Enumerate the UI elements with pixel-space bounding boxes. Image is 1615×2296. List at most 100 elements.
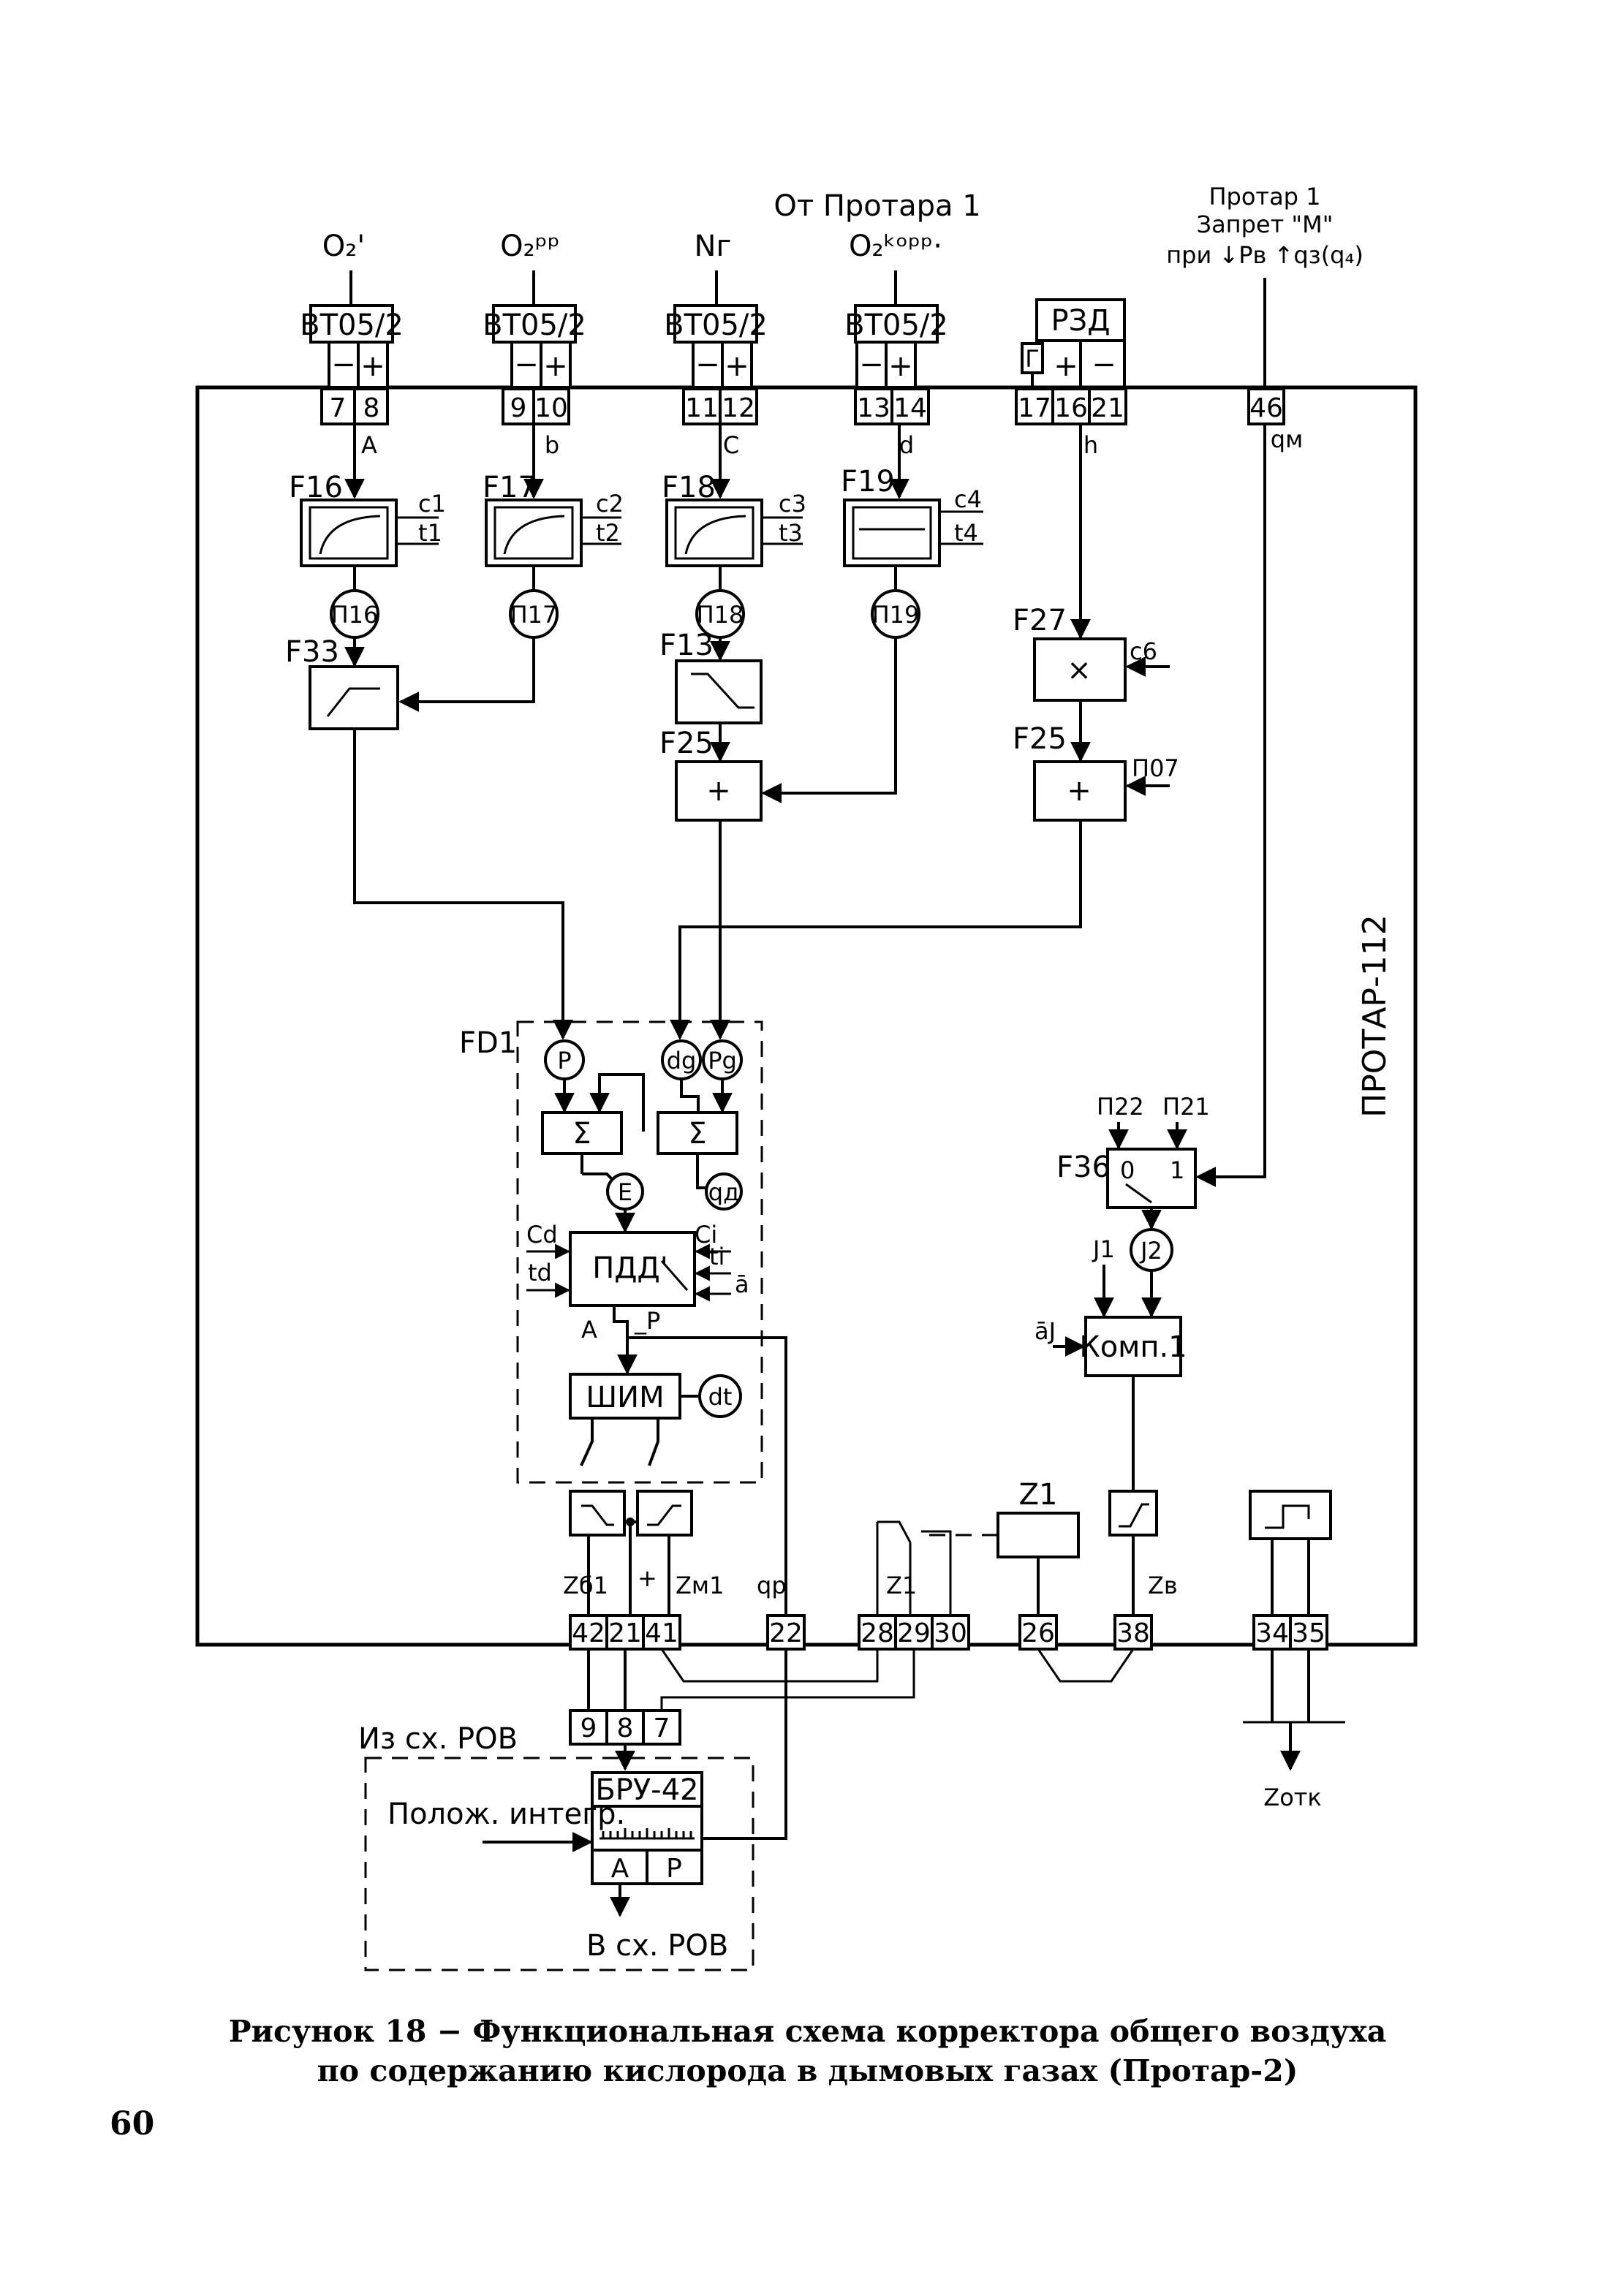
svg-text:c4: c4 [954,485,982,513]
svg-text:30: 30 [934,1618,967,1648]
svg-text:Г: Г [1025,345,1040,373]
z-otk-label: Zотк [1263,1784,1321,1811]
svg-text:F27: F27 [1013,604,1067,637]
svg-text:8: 8 [617,1713,634,1743]
j1-label: J1 [1092,1235,1115,1263]
converter-vt05-2: ВТ05/2 − + [483,304,586,389]
svg-text:16: 16 [1054,393,1088,423]
svg-text:−: − [514,348,539,382]
svg-text:46: 46 [1249,393,1283,423]
svg-text:+: + [360,349,385,383]
relay-output-1 [569,1490,626,1537]
svg-text:−: − [331,348,356,382]
svg-text:F25: F25 [659,727,714,760]
svg-text:c6: c6 [1130,637,1157,665]
fd1-frame [516,1020,763,1484]
svg-text:+: + [1067,774,1092,808]
svg-text:dg: dg [667,1047,697,1075]
signal-zm1: Zм1 [676,1572,724,1599]
rzd-block: РЗД Г + − [1021,298,1126,387]
svg-text:7: 7 [330,393,347,423]
aj-label: āJ [1035,1317,1056,1345]
block-f36-switch: F36 0 1 [1056,1148,1197,1209]
signal-a: A [361,431,377,459]
komp-block: Комп.1 [1079,1316,1187,1377]
fd1-error-e: E [606,1172,644,1210]
block-f27-mult: F27 × c6 [1013,604,1170,702]
fd1-qd: qд [705,1172,743,1210]
relay-zv [1108,1490,1158,1537]
svg-text:ti: ti [709,1243,725,1270]
label-protar1-line3: при ↓Pв ↑qз(q₄) [1166,241,1364,269]
svg-text:Cd: Cd [526,1221,558,1249]
signal-h: h [1083,431,1098,459]
svg-text:0: 0 [1120,1156,1135,1184]
figure-caption-line1: Рисунок 18 − Функциональная схема коррек… [228,2014,1387,2049]
protar-112-label: ПРОТАР-112 [1356,914,1393,1118]
svg-text:t1: t1 [418,519,442,547]
relay-zotk [1249,1490,1332,1540]
svg-text:17: 17 [1018,393,1051,423]
label-from-protar1: От Протара 1 [774,189,980,223]
pdd-out-p: _P [634,1307,660,1335]
signal-zv: Zв [1148,1572,1178,1599]
svg-text:P: P [666,1854,682,1884]
fd1-sum-2: Σ [657,1111,738,1155]
label-protar1-line1: Протар 1 [1209,183,1320,211]
svg-text:A: A [611,1854,629,1884]
block-f25-sum: F25 + [659,727,763,822]
svg-text:−: − [859,348,884,382]
svg-text:ВТ05/2: ВТ05/2 [844,308,948,342]
block-f33: F33 [285,635,399,730]
j2-circle: J2 [1130,1228,1173,1272]
figure-caption-line2: по содержанию кислорода в дымовых газах … [317,2053,1298,2088]
svg-text:29: 29 [897,1618,931,1648]
svg-text:Pg: Pg [708,1047,737,1075]
block-f13: F13 [659,629,763,724]
fd1-input-pg: Pg [702,1039,743,1080]
svg-text:П19: П19 [872,601,920,629]
svg-text:ВТ05/2: ВТ05/2 [483,308,586,342]
signal-qm: qм [1271,425,1303,453]
svg-text:×: × [1067,653,1092,687]
converter-vt05-3: ВТ05/2 − + [664,304,768,389]
svg-text:c3: c3 [779,490,806,518]
signal-plus: + [638,1564,657,1592]
converter-vt05-4: ВТ05/2 − + [844,304,948,389]
svg-text:Комп.1: Комп.1 [1079,1330,1187,1364]
pdd-out-a: A [581,1316,597,1344]
svg-text:БРУ-42: БРУ-42 [595,1773,698,1807]
rov-terminals: 9 8 7 [569,1709,681,1746]
svg-text:−: − [695,348,720,382]
filter-f19: F19 c4 t4 [841,465,983,567]
shim-block: ШИМ [569,1373,681,1420]
svg-text:41: 41 [645,1618,678,1648]
svg-text:ПДД': ПДД' [592,1251,668,1285]
converter-vt05-1: ВТ05/2 − + [300,304,404,389]
label-o2-pr: O₂ᵖᵖ [500,230,560,263]
relay-output-2 [636,1490,693,1537]
svg-text:22: 22 [769,1618,803,1648]
label-o2-1: O₂' [322,230,366,263]
svg-text:+: + [706,774,731,808]
svg-text:28: 28 [861,1618,894,1648]
svg-text:ВТ05/2: ВТ05/2 [664,308,768,342]
svg-text:qд: qд [708,1178,739,1206]
fd1-input-dg: dg [661,1039,702,1080]
svg-text:26: 26 [1021,1618,1055,1648]
signal-qp: qр [757,1572,787,1599]
svg-text:ā: ā [735,1270,749,1298]
svg-text:11: 11 [685,393,719,423]
bru-42-block: БРУ-42 A P [591,1771,703,1885]
svg-text:1: 1 [1170,1156,1184,1184]
svg-text:t2: t2 [596,519,620,547]
svg-text:−: − [1092,348,1116,382]
svg-text:21: 21 [1091,393,1124,423]
svg-text:10: 10 [534,393,568,423]
param-p19: П19 [871,589,920,639]
from-rov-label: Из сх. РОВ [358,1722,518,1756]
functional-diagram: ПРОТАР-112 O₂' O₂ᵖᵖ Nг От Протара 1 O₂ᵏᵒ… [195,183,1418,1971]
label-o2-korr: O₂ᵏᵒᵖᵖ· [849,230,942,263]
svg-text:Σ: Σ [572,1117,591,1151]
page-number: 60 [110,2105,155,2142]
